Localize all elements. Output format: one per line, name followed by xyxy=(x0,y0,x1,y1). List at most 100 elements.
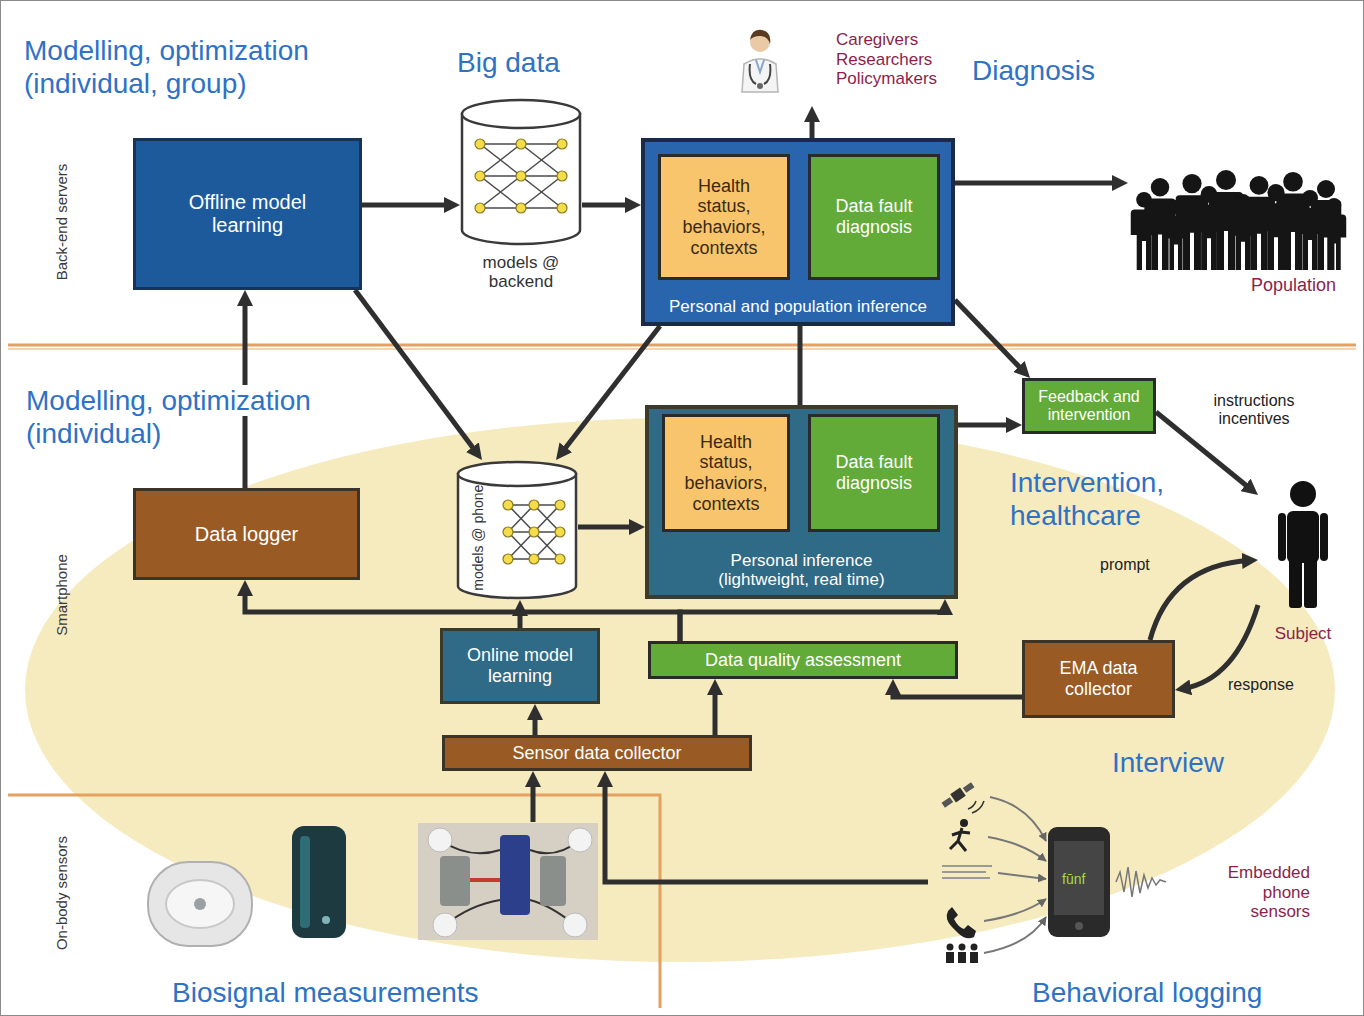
figure-part xyxy=(750,64,771,84)
figure-part xyxy=(1151,178,1169,196)
figure-part xyxy=(480,144,521,176)
node-label: models @ phone xyxy=(471,485,486,591)
node-label: Personal and population inference xyxy=(669,297,927,317)
figure-part xyxy=(1216,170,1236,190)
figure-part xyxy=(166,880,234,928)
figure-part xyxy=(480,175,521,177)
figure-part xyxy=(1075,922,1083,930)
figure-part xyxy=(971,944,978,951)
figure-part xyxy=(568,828,592,852)
figure-part xyxy=(950,787,966,802)
figure-part xyxy=(1287,511,1319,563)
figure-part xyxy=(521,207,562,209)
figure-part xyxy=(458,462,576,486)
figure-part xyxy=(480,207,521,209)
connector-arrow xyxy=(958,423,1014,428)
figure-part xyxy=(292,826,346,938)
annotation-holder: fūnf xyxy=(1062,870,1085,888)
sensor-device xyxy=(292,826,346,938)
annotation-text: Biosignal measurements xyxy=(172,977,479,1008)
tier-label: Smartphone xyxy=(53,554,70,636)
sensor-band xyxy=(148,862,252,946)
doctor-icon xyxy=(742,30,778,92)
node-label: Health status, behaviors, contexts xyxy=(676,176,772,259)
figure-part xyxy=(555,527,565,537)
figure-part xyxy=(1250,176,1269,195)
figure-part xyxy=(521,144,562,176)
annotation-holder: Biosignal measurements xyxy=(172,976,479,1009)
annotation-text: Diagnosis xyxy=(972,55,1095,86)
figure-part xyxy=(516,203,526,213)
node-label: Health status, behaviors, contexts xyxy=(678,432,774,515)
process-box: Online model learning xyxy=(440,628,600,704)
figure-part xyxy=(970,952,978,963)
annotation-text: fūnf xyxy=(1062,871,1085,887)
edge-label-holder: instructions incentives xyxy=(1196,392,1312,429)
figure-part xyxy=(462,100,580,128)
figure-part xyxy=(458,474,576,598)
figure-part xyxy=(529,527,539,537)
figure-part xyxy=(418,823,598,940)
figure-part xyxy=(440,856,470,906)
figure-part xyxy=(942,797,954,808)
diagnosis-box: Data fault diagnosis xyxy=(808,154,940,280)
inference-box: Health status, behaviors, contexts xyxy=(658,154,790,280)
population-group: Population xyxy=(1128,160,1348,300)
figure-part xyxy=(534,505,560,532)
crowd-silhouette xyxy=(1128,160,1348,272)
figure-part xyxy=(757,83,763,89)
node-label: Sensor data collector xyxy=(512,743,681,764)
figure-part xyxy=(557,139,567,149)
annotation-holder: Behavioral logging xyxy=(1032,976,1262,1009)
figure-part xyxy=(1278,513,1286,561)
runner-icon xyxy=(950,828,970,851)
figure-part xyxy=(742,59,778,92)
node-label: Data fault diagnosis xyxy=(832,452,916,493)
figure-part xyxy=(1317,180,1335,198)
node-label: Offline model learning xyxy=(173,191,323,237)
edge-label-holder: prompt xyxy=(1100,556,1150,574)
database-cylinder xyxy=(460,98,582,246)
tier-divider xyxy=(8,348,1356,350)
annotation-holder: Intervention, healthcare xyxy=(1010,466,1235,532)
node-label: Feedback and intervention xyxy=(1029,388,1149,425)
edge-label-holder: response xyxy=(1228,676,1294,694)
sensor-flow-arrow xyxy=(984,899,1046,921)
edge-label: prompt xyxy=(1100,556,1150,573)
sensor-flow-arrow xyxy=(988,837,1046,861)
figure-part xyxy=(529,554,539,564)
connector-arrow xyxy=(1150,560,1250,640)
connector-arrow xyxy=(605,779,928,882)
model-store: models @ phone xyxy=(456,460,578,600)
node-label: Data fault diagnosis xyxy=(832,196,916,237)
handset-icon xyxy=(947,907,976,938)
annotation-text: Modelling, optimization (individual) xyxy=(24,385,313,449)
tier-label: Back-end servers xyxy=(53,164,70,281)
figure-part xyxy=(750,30,770,44)
phone-screen xyxy=(1054,841,1104,915)
figure-part xyxy=(462,114,580,244)
figure-part xyxy=(322,916,330,924)
process-box: EMA data collector xyxy=(1022,640,1175,718)
figure-part xyxy=(947,944,954,951)
stakeholder-group: Caregivers Researchers Policymakers xyxy=(790,26,955,106)
figure-part xyxy=(557,203,567,213)
figure-part xyxy=(563,913,587,937)
figure-part xyxy=(521,143,562,145)
figure-part xyxy=(958,952,966,963)
tier-label-holder: On-body sensors xyxy=(53,836,71,950)
figure-part xyxy=(194,898,206,910)
node-label: Data logger xyxy=(195,523,298,546)
figure-part xyxy=(480,176,521,208)
figure-part xyxy=(1283,172,1303,192)
node-label: Data quality assessment xyxy=(705,650,901,671)
figure-part xyxy=(508,505,534,532)
figure-part xyxy=(534,505,560,532)
figure-part xyxy=(300,836,310,928)
node-label: Population xyxy=(1251,275,1336,296)
figure-part xyxy=(516,171,526,181)
figure-part xyxy=(433,913,457,937)
annotation-holder: Diagnosis xyxy=(972,54,1095,87)
sensor-flow-arrow xyxy=(984,917,1046,953)
